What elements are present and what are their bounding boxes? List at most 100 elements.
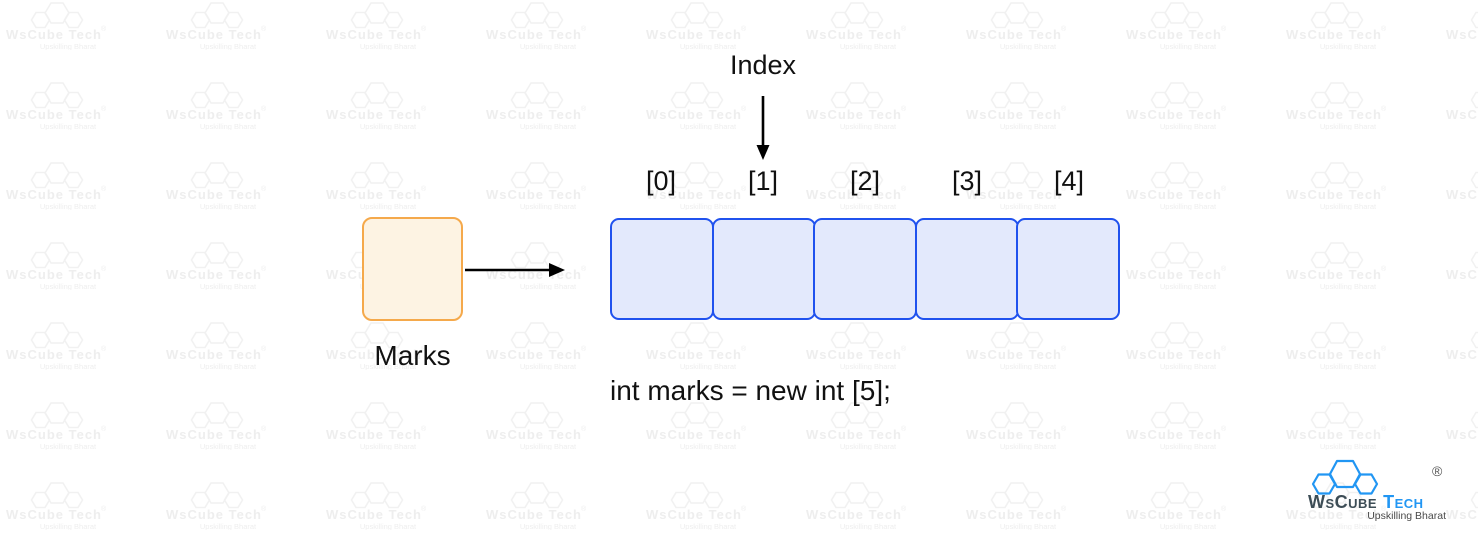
- hexagon-cluster-icon: [1310, 82, 1364, 109]
- hexagon-cluster-icon: [1470, 411, 1478, 429]
- watermark-logo-icon: WsCube Tech ® Upskilling Bharat: [6, 82, 107, 131]
- watermark-logo-icon: WsCube Tech ® Upskilling Bharat: [166, 482, 267, 531]
- watermark-tile: WsCube Tech ® Upskilling Bharat: [1442, 242, 1478, 290]
- watermark-tile: WsCube Tech ® Upskilling Bharat: [802, 322, 912, 371]
- watermark-tile: WsCube Tech ® Upskilling Bharat: [2, 2, 112, 51]
- watermark-tile: WsCube Tech ® Upskilling Bharat: [1282, 162, 1392, 211]
- array-cell-2: [813, 218, 917, 320]
- watermark-registered-mark: ®: [261, 425, 267, 433]
- watermark-tile: WsCube Tech ® Upskilling Bharat: [1122, 2, 1232, 51]
- watermark-logo-icon: WsCube Tech ® Upskilling Bharat: [646, 82, 747, 131]
- watermark-tagline-text: Upskilling Bharat: [1000, 202, 1057, 210]
- watermark-tile: WsCube Tech ® Upskilling Bharat: [1282, 402, 1392, 451]
- watermark-logo-icon: WsCube Tech ® Upskilling Bharat: [166, 322, 267, 371]
- watermark-registered-mark: ®: [901, 505, 907, 513]
- watermark-brand-text: WsCube Tech: [646, 107, 742, 122]
- watermark-logo-icon: WsCube Tech ® Upskilling Bharat: [166, 162, 267, 211]
- hexagon-cluster-icon: [350, 402, 404, 429]
- watermark-logo-icon: WsCube Tech ® Upskilling Bharat: [646, 2, 747, 51]
- watermark-registered-mark: ®: [1221, 185, 1227, 193]
- watermark-brand-text: WsCube Tech: [1446, 507, 1478, 522]
- watermark-brand-text: WsCube Tech: [806, 107, 902, 122]
- watermark-registered-mark: ®: [101, 185, 107, 193]
- watermark-brand-text: WsCube Tech: [166, 187, 262, 202]
- marks-variable-box: [362, 217, 463, 321]
- watermark-tile: WsCube Tech ® Upskilling Bharat: [2, 402, 112, 451]
- watermark-brand-text: WsCube Tech: [1286, 427, 1382, 442]
- watermark-registered-mark: ®: [101, 265, 107, 273]
- hexagon-cluster-icon: [510, 2, 564, 29]
- watermark-tile: WsCube Tech ® Upskilling Bharat: [482, 162, 592, 211]
- watermark-registered-mark: ®: [1381, 345, 1387, 353]
- hexagon-cluster-icon: [30, 242, 84, 269]
- watermark-tagline-text: Upskilling Bharat: [360, 522, 417, 530]
- watermark-brand-text: WsCube Tech: [486, 27, 582, 42]
- watermark-brand-text: WsCube Tech: [646, 507, 742, 522]
- watermark-registered-mark: ®: [901, 105, 907, 113]
- watermark-logo-icon: WsCube Tech ® Upskilling Bharat: [806, 322, 907, 371]
- watermark-tagline-text: Upskilling Bharat: [1320, 362, 1377, 370]
- watermark-tile: WsCube Tech ® Upskilling Bharat: [2, 322, 112, 371]
- hexagon-cluster-icon: [350, 2, 404, 29]
- watermark-tile: WsCube Tech ® Upskilling Bharat: [802, 402, 912, 451]
- watermark-tile: WsCube Tech ® Upskilling Bharat: [482, 2, 592, 51]
- code-statement: int marks = new int [5];: [610, 375, 891, 406]
- watermark-logo-icon: WsCube Tech ® Upskilling Bharat: [806, 2, 907, 51]
- watermark-tagline-text: Upskilling Bharat: [1160, 362, 1217, 370]
- hexagon-cluster-icon: [190, 482, 244, 509]
- hexagon-cluster-icon: [670, 2, 724, 29]
- watermark-tagline-text: Upskilling Bharat: [680, 122, 737, 130]
- watermark-logo-icon: WsCube Tech ® Upskilling Bharat: [966, 482, 1067, 531]
- watermark-logo-icon: WsCube Tech ® Upskilling Bharat: [326, 402, 427, 451]
- hexagon-cluster-icon: [190, 242, 244, 269]
- watermark-tile: WsCube Tech ® Upskilling Bharat: [322, 162, 432, 211]
- watermark-tile: WsCube Tech ® Upskilling Bharat: [642, 402, 752, 451]
- watermark-tile: WsCube Tech ® Upskilling Bharat: [162, 162, 272, 211]
- watermark-tile: WsCube Tech ® Upskilling Bharat: [802, 82, 912, 131]
- watermark-tagline-text: Upskilling Bharat: [200, 442, 257, 450]
- watermark-tagline-text: Upskilling Bharat: [40, 202, 97, 210]
- watermark-tile: WsCube Tech ® Upskilling Bharat: [642, 82, 752, 131]
- hexagon-cluster-icon: [510, 482, 564, 509]
- hexagon-cluster-icon: [510, 162, 564, 189]
- hexagon-cluster-icon: [190, 162, 244, 189]
- watermark-registered-mark: ®: [1061, 105, 1067, 113]
- watermark-brand-text: WsCube Tech: [1286, 187, 1382, 202]
- hexagon-cluster-icon: [350, 482, 404, 509]
- watermark-tagline-text: Upskilling Bharat: [680, 362, 737, 370]
- watermark-tagline-text: Upskilling Bharat: [1160, 202, 1217, 210]
- hexagon-cluster-icon: [190, 322, 244, 349]
- watermark-brand-text: WsCube Tech: [486, 347, 582, 362]
- watermark-logo-icon: WsCube Tech ® Upskilling Bharat: [1126, 482, 1227, 531]
- watermark-brand-text: WsCube Tech: [1286, 267, 1382, 282]
- array-cell-4: [1016, 218, 1120, 320]
- watermark-brand-text: WsCube Tech: [326, 507, 422, 522]
- watermark-brand-text: WsCube Tech: [326, 107, 422, 122]
- watermark-tile: WsCube Tech ® Upskilling Bharat: [2, 242, 112, 291]
- watermark-tagline-text: Upskilling Bharat: [840, 122, 897, 130]
- watermark-logo-icon: WsCube Tech ® Upskilling Bharat: [326, 482, 427, 531]
- marks-label: Marks: [374, 340, 451, 371]
- hexagon-cluster-icon: [1310, 2, 1364, 29]
- watermark-tagline-text: Upskilling Bharat: [840, 202, 897, 210]
- watermark-tagline-text: Upskilling Bharat: [1320, 122, 1377, 130]
- watermark-tile: WsCube Tech ® Upskilling Bharat: [962, 402, 1072, 451]
- watermark-registered-mark: ®: [1221, 345, 1227, 353]
- hexagon-cluster-icon: [1470, 331, 1478, 349]
- watermark-brand-text: WsCube Tech: [486, 107, 582, 122]
- watermark-brand-text: WsCube Tech: [6, 267, 102, 282]
- watermark-tile: WsCube Tech ® Upskilling Bharat: [962, 322, 1072, 371]
- watermark-tile: WsCube Tech ® Upskilling Bharat: [642, 2, 752, 51]
- watermark-registered-mark: ®: [261, 105, 267, 113]
- watermark-logo-icon: WsCube Tech ® Upskilling Bharat: [1126, 162, 1227, 211]
- watermark-tagline-text: Upskilling Bharat: [40, 122, 97, 130]
- watermark-tile: WsCube Tech ® Upskilling Bharat: [162, 402, 272, 451]
- index-cell-label-4: [4]: [1053, 166, 1085, 196]
- hexagon-cluster-icon: [670, 482, 724, 509]
- watermark-registered-mark: ®: [421, 105, 427, 113]
- watermark-registered-mark: ®: [741, 425, 747, 433]
- watermark-registered-mark: ®: [421, 25, 427, 33]
- watermark-brand-text: WsCube Tech: [326, 27, 422, 42]
- watermark-logo-icon: WsCube Tech ® Upskilling Bharat: [486, 2, 587, 51]
- watermark-tagline-text: Upskilling Bharat: [520, 282, 577, 290]
